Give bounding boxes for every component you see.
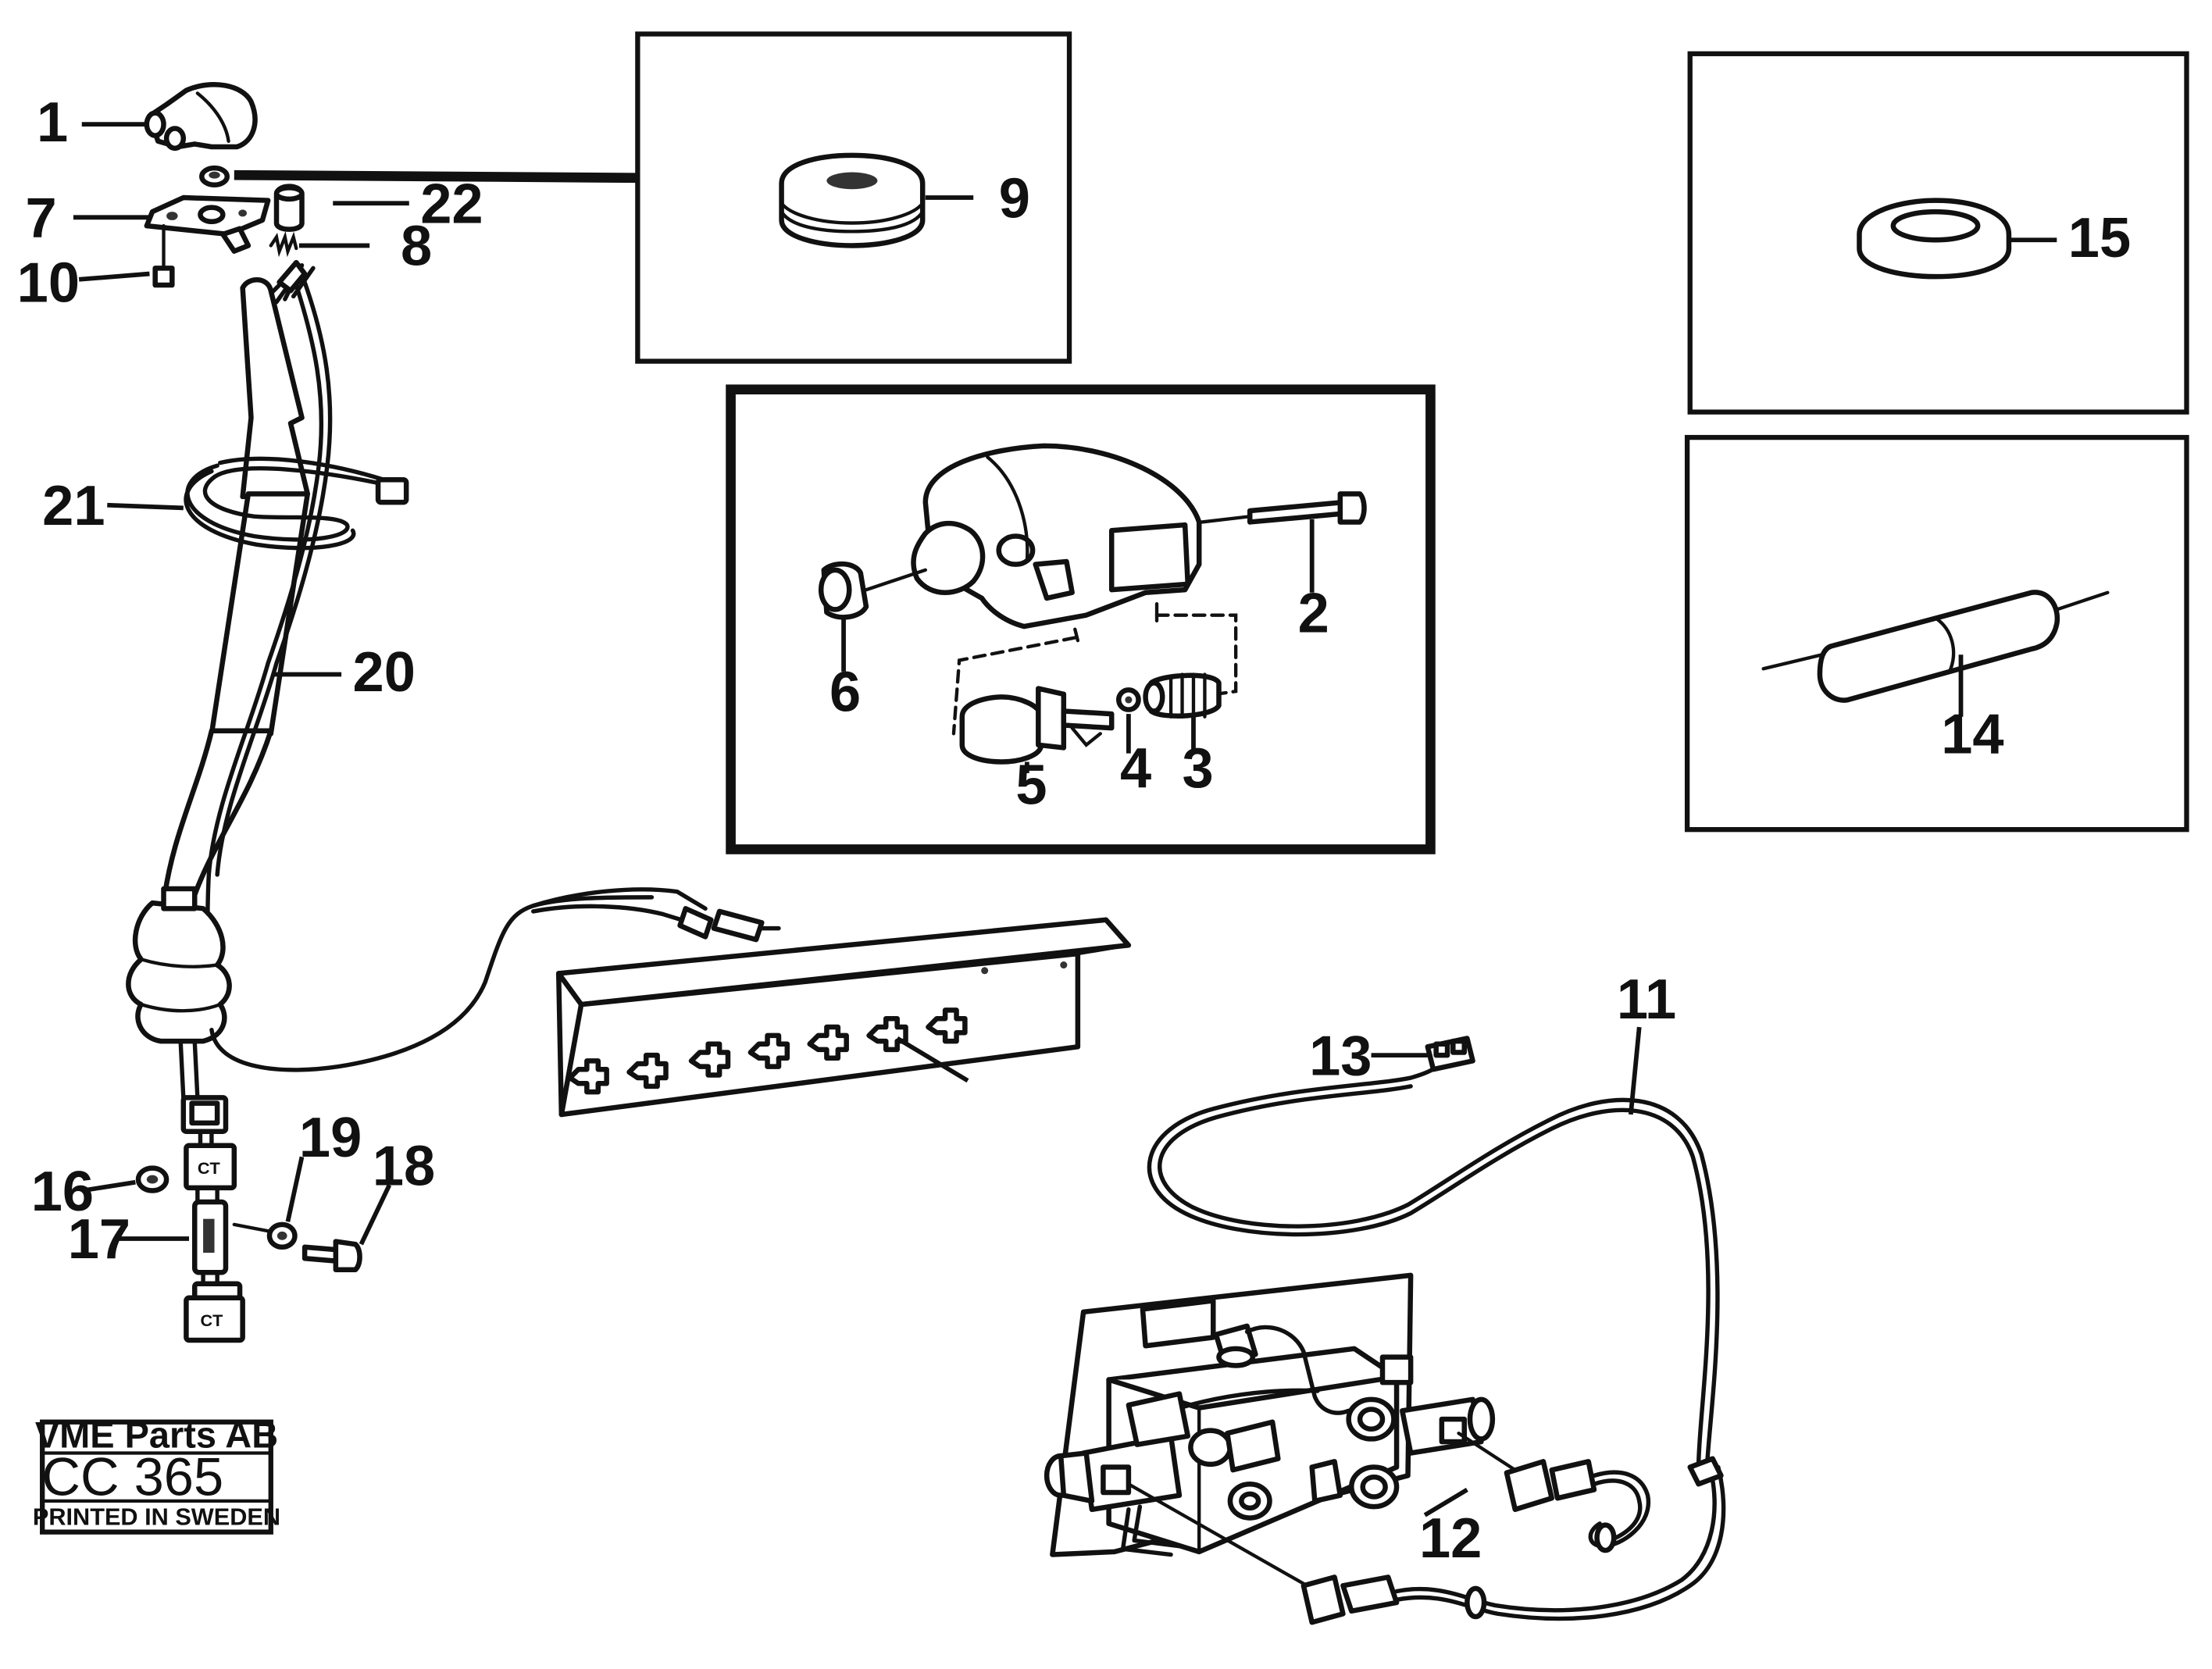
drawing-code: CC 365 <box>41 1447 223 1507</box>
callout-6: 6 <box>830 661 861 723</box>
callout-9: 9 <box>999 167 1030 230</box>
company-name: VME Parts AB <box>35 1414 278 1455</box>
title-block: VME Parts AB CC 365 PRINTED IN SWEDEN <box>33 1414 280 1535</box>
callout-leaders <box>73 122 409 1246</box>
callout-3: 3 <box>1183 737 1214 800</box>
callout-2: 2 <box>1298 582 1329 644</box>
callout-1: 1 <box>37 91 68 154</box>
callout-17: 17 <box>68 1208 130 1271</box>
connector-mark-lower: CT <box>200 1311 223 1330</box>
callout-20: 20 <box>353 641 416 704</box>
callout-21: 21 <box>42 475 105 537</box>
callout-labels: 1 7 10 22 8 9 15 14 2 6 5 4 3 21 20 11 1… <box>17 91 2131 1570</box>
callout-14: 14 <box>1941 704 2003 766</box>
callout-10: 10 <box>17 252 80 315</box>
callout-15: 15 <box>2068 207 2131 269</box>
callout-22: 22 <box>420 173 483 236</box>
detail-box-grommet-9 <box>234 31 1072 364</box>
detail-box-switch-assembly <box>726 384 1436 854</box>
detail-box-component-14 <box>1684 434 2189 833</box>
callout-5: 5 <box>1015 754 1047 817</box>
callout-11: 11 <box>1617 968 1676 1031</box>
mounting-bracket <box>555 917 1132 1118</box>
callout-18: 18 <box>373 1135 435 1197</box>
callout-4: 4 <box>1120 737 1151 800</box>
connector-mark-upper: CT <box>198 1158 220 1178</box>
callout-7: 7 <box>26 187 57 250</box>
callout-8: 8 <box>401 216 432 278</box>
callout-12: 12 <box>1419 1507 1482 1570</box>
printed-note: PRINTED IN SWEDEN <box>33 1503 280 1531</box>
cable-end-terminals <box>677 906 781 943</box>
valve-block-assembly <box>1044 1026 1726 1625</box>
joystick-lever-assembly: CT CT <box>126 82 362 1343</box>
callout-19: 19 <box>299 1107 362 1169</box>
detail-box-ring-15 <box>1687 51 2189 415</box>
callout-13: 13 <box>1309 1025 1372 1087</box>
cable-tie <box>184 456 409 551</box>
callout-16: 16 <box>31 1161 94 1223</box>
